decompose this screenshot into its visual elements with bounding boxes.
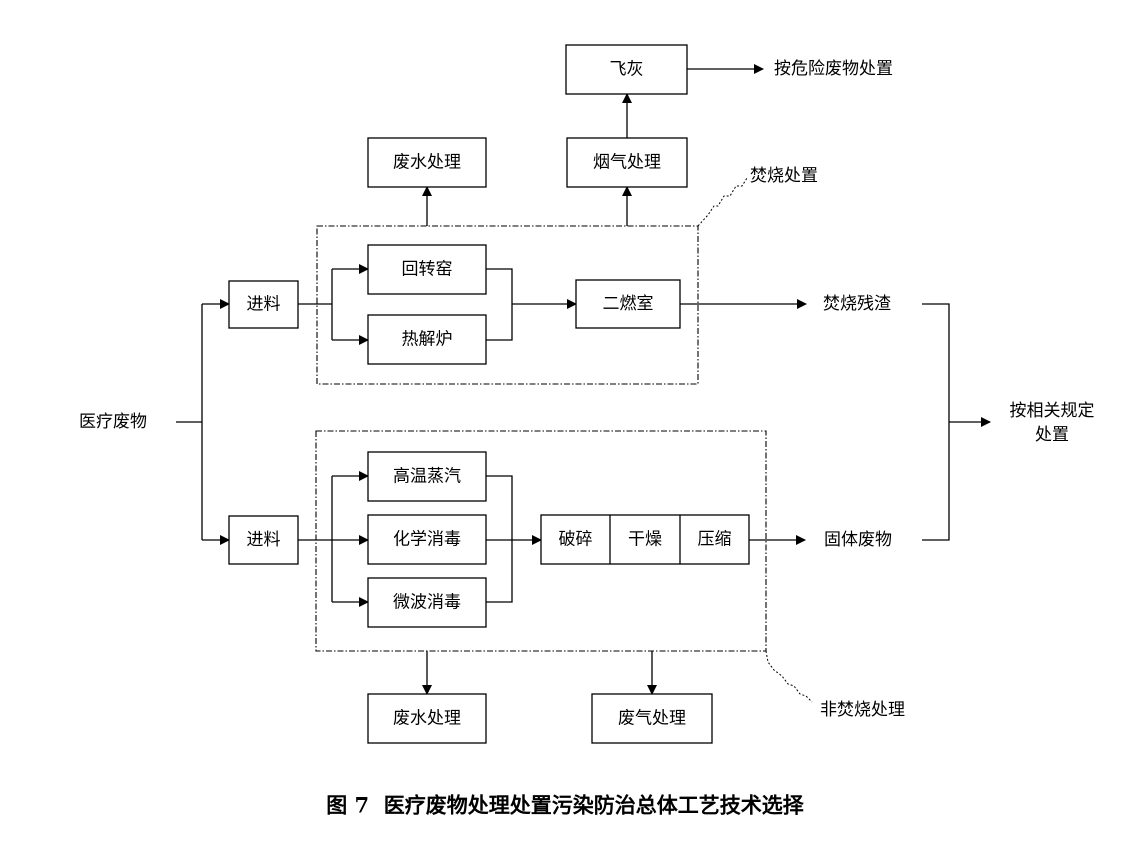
- crush-label: 破碎: [559, 530, 593, 550]
- fly-ash-disposal-label: 按危险废物处置: [774, 59, 893, 79]
- microwave-disinfection-label: 微波消毒: [393, 593, 461, 613]
- incineration-region: [316, 225, 699, 385]
- node-wastewater-top: 废水处理: [367, 137, 487, 188]
- flue-gas-label: 烟气处理: [593, 153, 661, 173]
- non-incineration-leader-line: [765, 650, 813, 703]
- wastewater-bottom-label: 废水处理: [393, 709, 461, 729]
- rotary-kiln-label: 回转窑: [402, 260, 453, 280]
- node-fly-ash: 飞灰: [565, 44, 688, 95]
- chemical-disinfection-label: 化学消毒: [393, 530, 461, 550]
- node-crush-dry-compress: 破碎 干燥 压缩: [540, 514, 750, 565]
- node-feed-bottom: 进料: [228, 515, 299, 565]
- feed-bottom-label: 进料: [247, 530, 281, 550]
- node-waste-gas: 废气处理: [591, 693, 713, 744]
- feed-top-label: 进料: [247, 295, 281, 315]
- node-microwave-disinfection: 微波消毒: [367, 577, 487, 628]
- wastewater-top-label: 废水处理: [393, 153, 461, 173]
- residue-label: 焚烧残渣: [823, 294, 891, 314]
- figure-caption: 图 7 医疗废物处理处置污染防治总体工艺技术选择: [326, 793, 805, 818]
- non-incineration-region-label: 非焚烧处理: [820, 700, 905, 720]
- source-label: 医疗废物: [79, 412, 147, 432]
- waste-gas-label: 废气处理: [618, 709, 686, 729]
- node-wastewater-bottom: 废水处理: [367, 693, 487, 744]
- node-pyrolysis-furnace: 热解炉: [367, 314, 487, 365]
- steam-label: 高温蒸汽: [393, 467, 461, 487]
- node-rotary-kiln: 回转窑: [367, 244, 487, 295]
- edge-outputs-merge: [922, 303, 950, 541]
- fly-ash-label: 飞灰: [610, 60, 644, 80]
- non-incineration-region: [315, 430, 767, 652]
- incineration-leader-line: [697, 177, 748, 227]
- node-steam: 高温蒸汽: [367, 451, 487, 502]
- node-flue-gas: 烟气处理: [566, 137, 688, 188]
- node-secondary-chamber: 二燃室: [575, 279, 681, 329]
- node-feed-top: 进料: [228, 280, 299, 329]
- solid-waste-label: 固体废物: [824, 530, 892, 550]
- final-disposal-line2: 处置: [1035, 425, 1069, 445]
- incineration-region-label: 焚烧处置: [750, 166, 818, 186]
- pyrolysis-furnace-label: 热解炉: [402, 330, 453, 350]
- dry-label: 干燥: [628, 530, 662, 550]
- secondary-chamber-label: 二燃室: [603, 294, 654, 314]
- compress-label: 压缩: [698, 530, 732, 550]
- node-chemical-disinfection: 化学消毒: [367, 514, 487, 565]
- edge-kilns-merge: [486, 268, 513, 341]
- final-disposal-line1: 按相关规定: [1010, 401, 1095, 421]
- edge-disinfect-merge: [486, 475, 513, 603]
